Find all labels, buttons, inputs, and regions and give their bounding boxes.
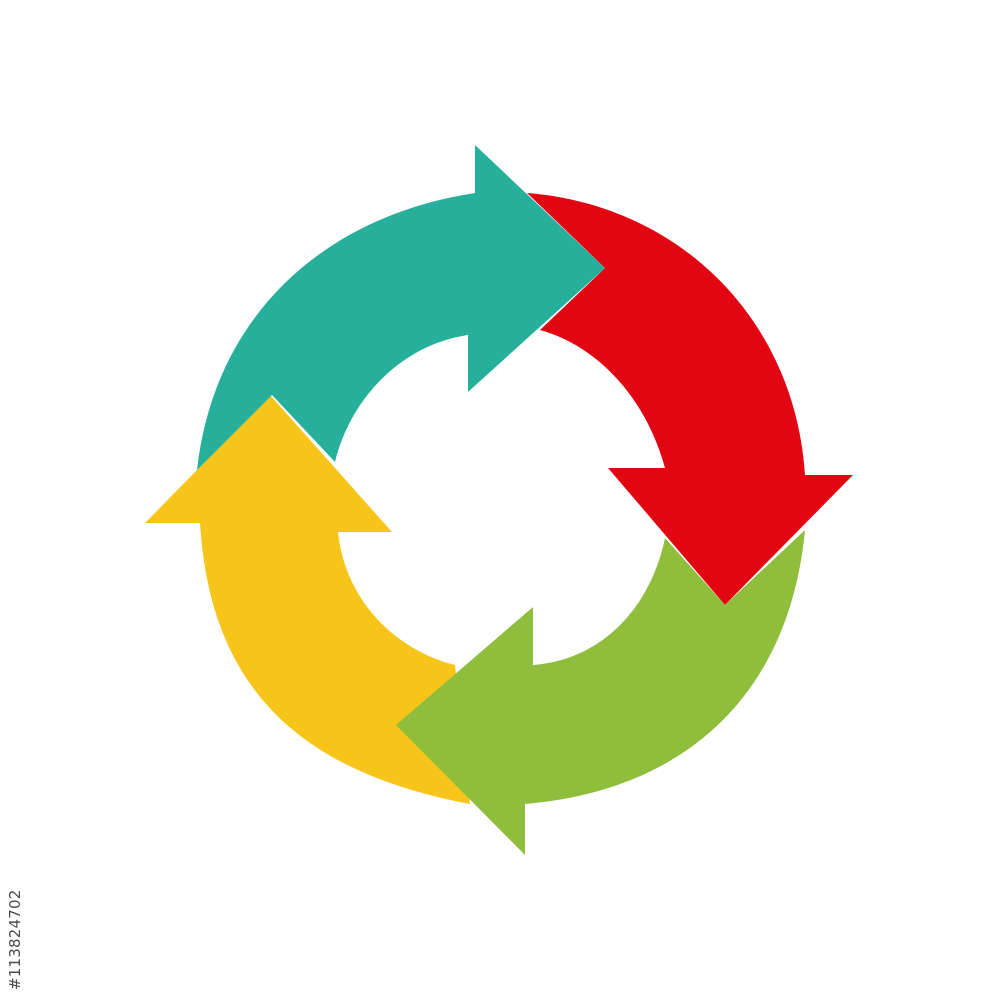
- green-arrow: [396, 530, 805, 855]
- cycle-arrows-group: [145, 145, 853, 855]
- stock-id-label: #113824702: [6, 889, 24, 990]
- red-arrow: [527, 193, 853, 605]
- yellow-arrow: [145, 395, 470, 804]
- teal-arrow: [197, 145, 605, 470]
